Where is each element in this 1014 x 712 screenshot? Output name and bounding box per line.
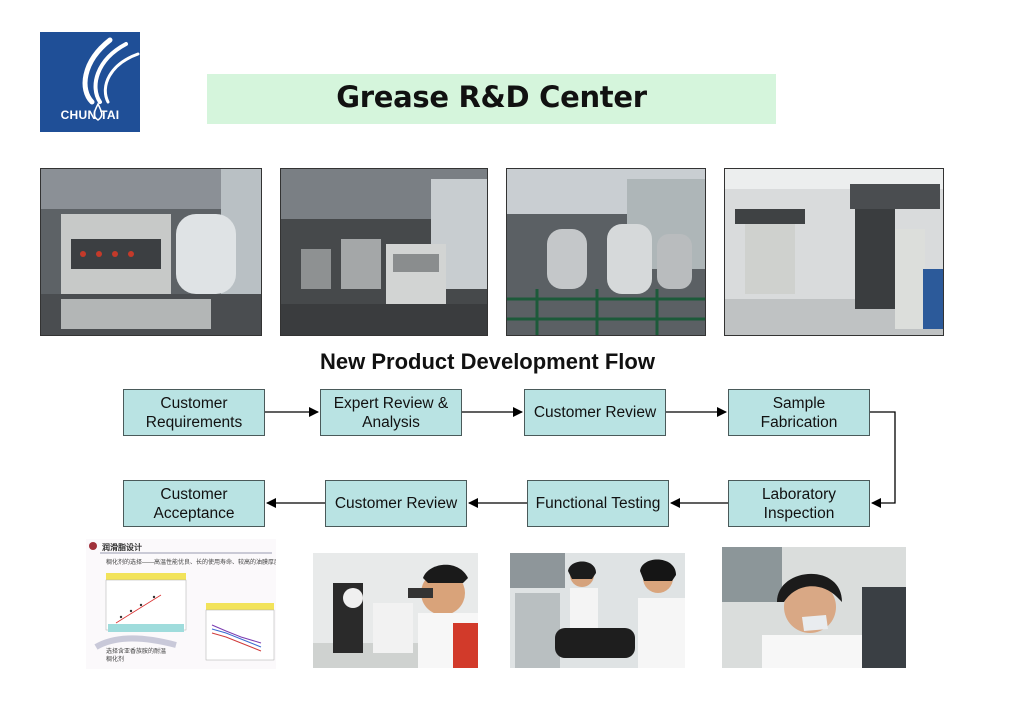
doc-heading: 润滑脂设计	[102, 542, 142, 553]
grease-design-document: 润滑脂设计 稠化剂的选择——高温性能优良、长的使用寿命、较高的油膜厚度 选择含亚…	[86, 539, 276, 669]
testing-equipment-photo	[510, 553, 685, 668]
doc-footer: 选择含亚香族胺的耐温稠化剂	[106, 648, 166, 664]
microscope-photo	[313, 553, 478, 668]
arrow-4-to-5	[870, 412, 895, 503]
doc-subtitle: 稠化剂的选择——高温性能优良、长的使用寿命、较高的油膜厚度	[106, 557, 276, 566]
lab-technician-photo	[722, 547, 906, 668]
